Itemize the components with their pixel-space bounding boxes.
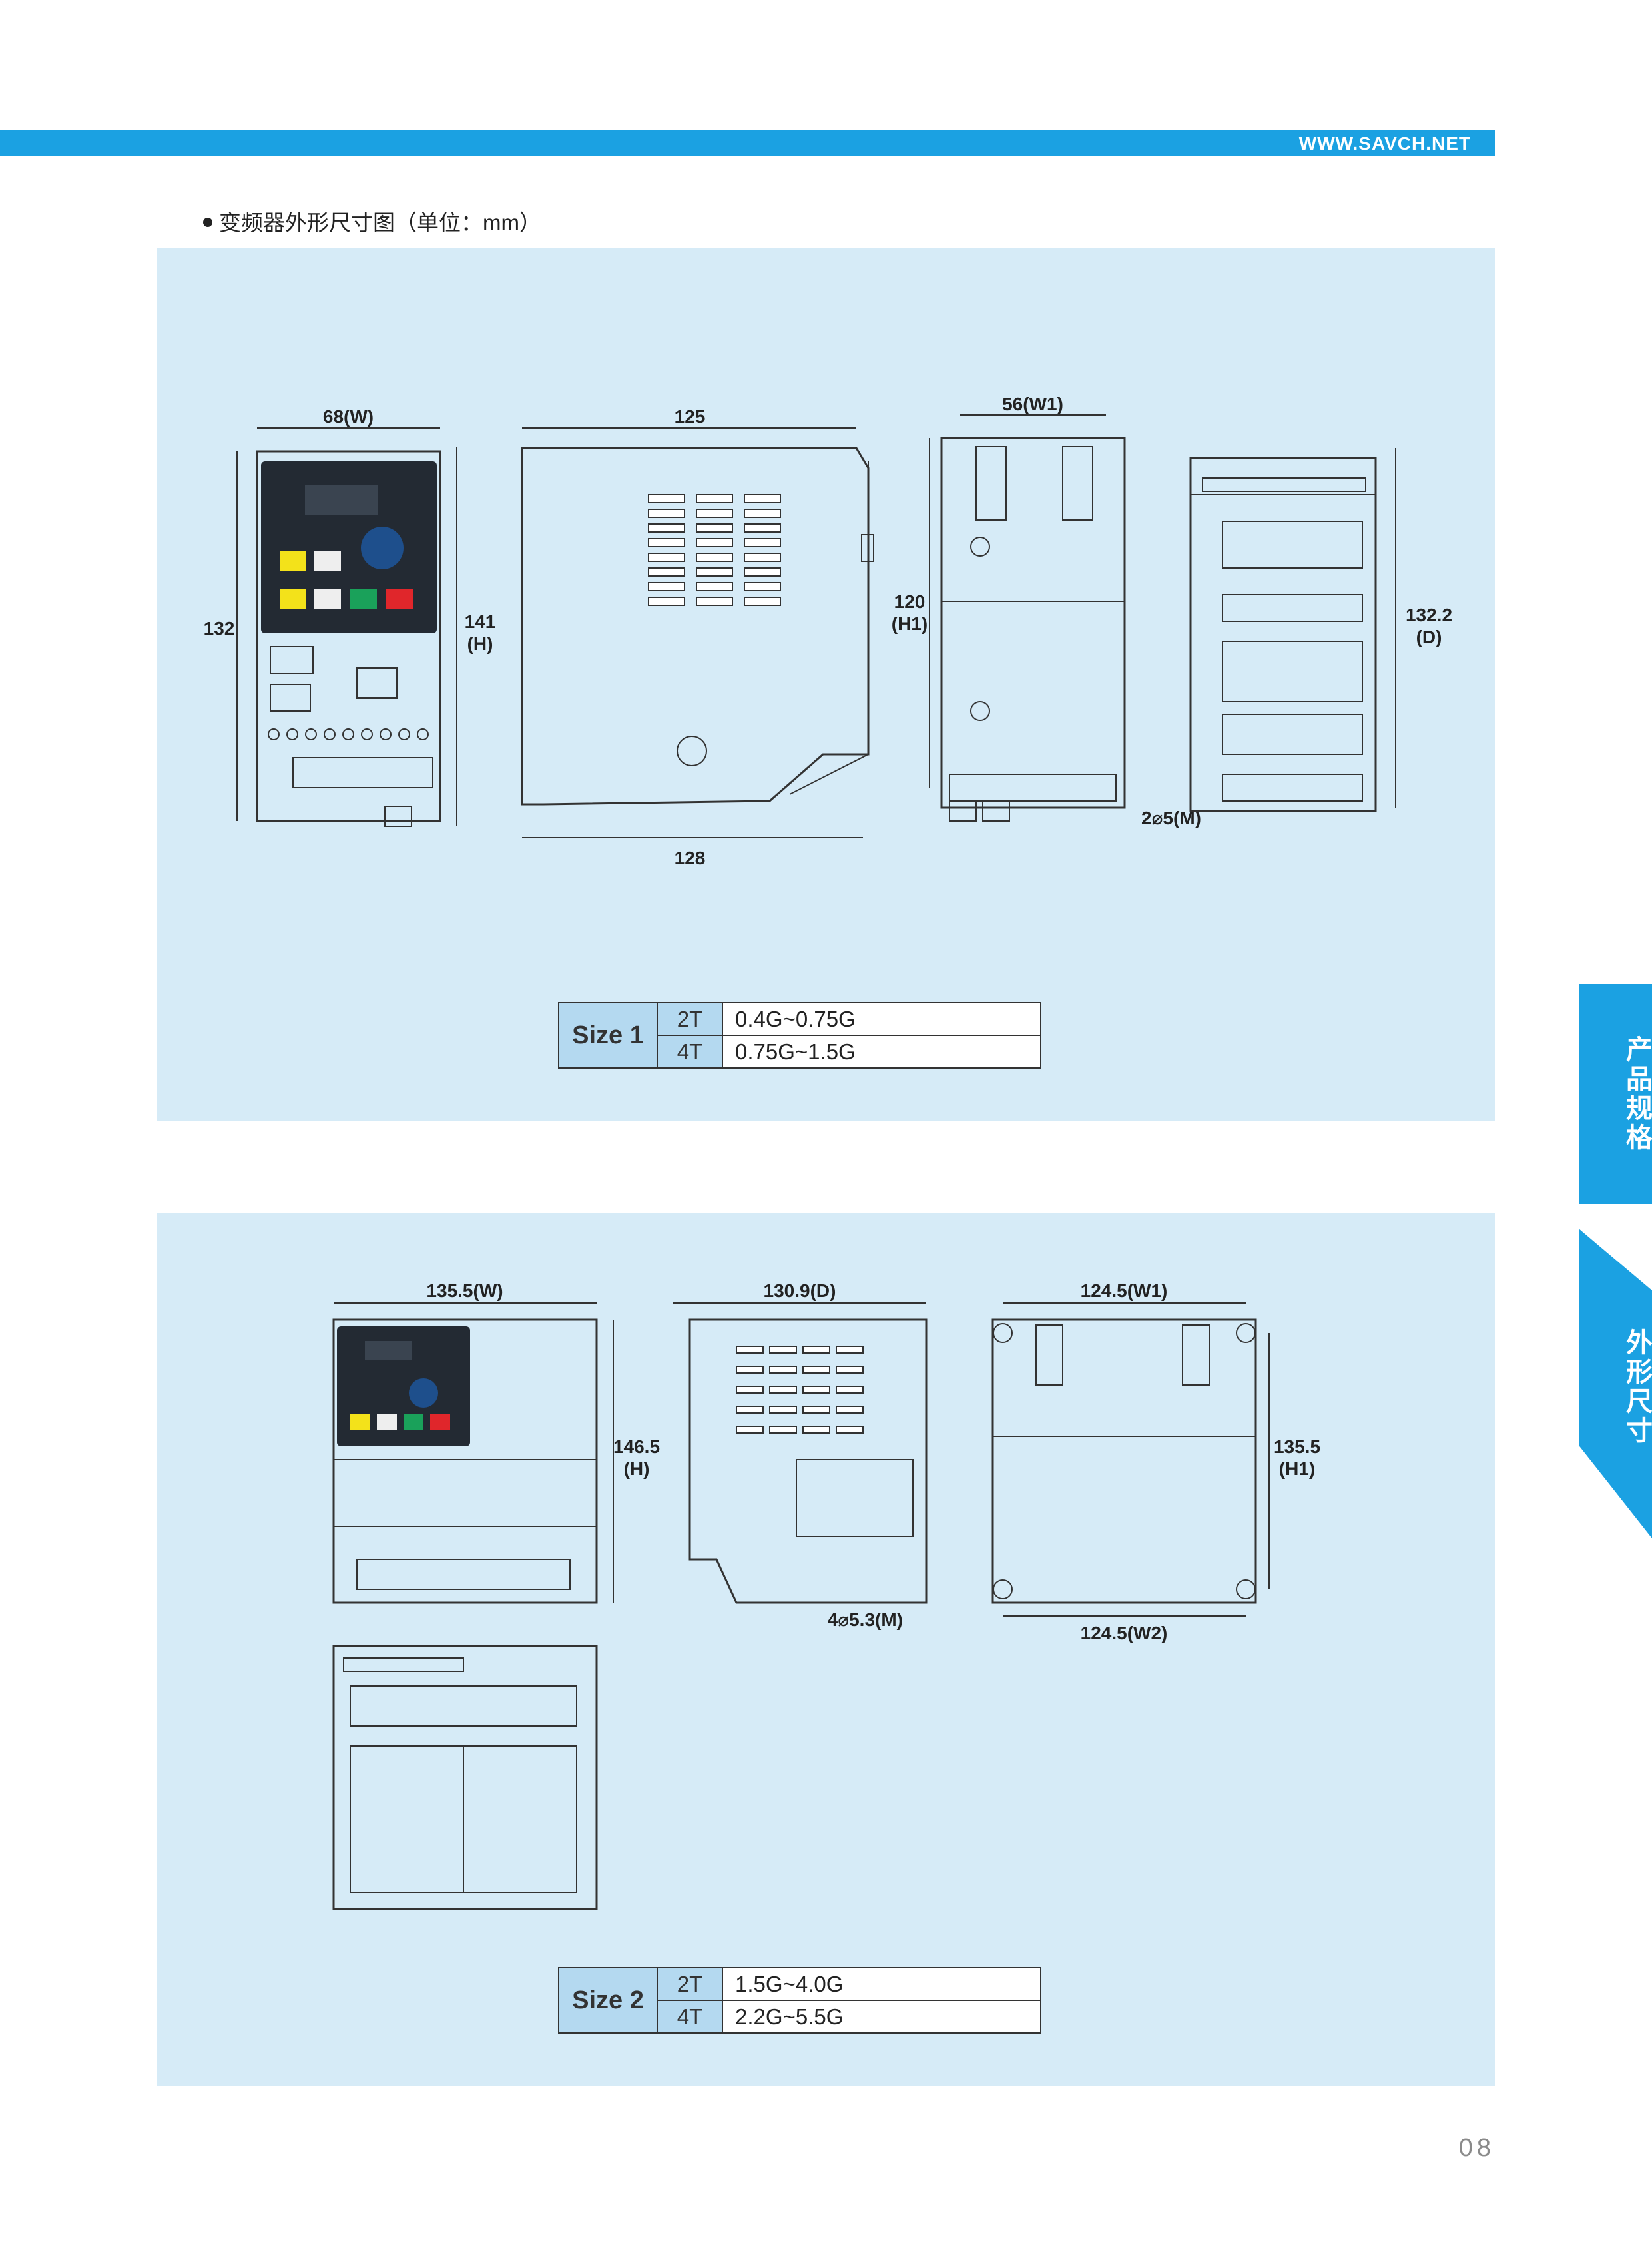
size2-label: Size 2 xyxy=(558,1967,658,2034)
size1-type-2t: 2T xyxy=(657,1002,723,1036)
size2-type-2t: 2T xyxy=(657,1967,723,2001)
size2-front-height-label: (H) xyxy=(624,1458,650,1479)
page-number: 08 xyxy=(1458,2134,1495,2162)
size2-front-height: 146.5 xyxy=(613,1436,660,1457)
size1-depth: 132.2 xyxy=(1406,605,1452,625)
table-row: 4T 2.2G~5.5G xyxy=(559,2000,1041,2034)
size2-terminal-view xyxy=(332,1645,598,1910)
size2-back-width-top: 124.5(W1) xyxy=(1081,1280,1168,1301)
size2-drawings: 135.5(W) 146.5 (H) 130.9(D) 4⌀5.3(M) xyxy=(332,1280,1320,1910)
size2-back-view xyxy=(991,1302,1270,1617)
size2-front-view xyxy=(332,1302,614,1604)
size1-terminal-view xyxy=(1189,448,1396,812)
size2-side-view xyxy=(673,1302,928,1604)
size1-side-depth: 125 xyxy=(675,406,706,427)
size1-back-height-label: (H1) xyxy=(892,613,928,634)
size2-range-4t: 2.2G~5.5G xyxy=(722,2000,1041,2034)
side-tab-product-spec: 产品规格 xyxy=(1579,984,1652,1204)
section-title-text: 变频器外形尺寸图（单位：mm） xyxy=(219,210,541,235)
section-title: 变频器外形尺寸图（单位：mm） xyxy=(203,205,541,237)
size2-back-height: 135.5 xyxy=(1274,1436,1320,1457)
size2-range-2t: 1.5G~4.0G xyxy=(722,1967,1041,2001)
website-url: WWW.SAVCH.NET xyxy=(1298,133,1471,154)
table-row: Size 1 2T 0.4G~0.75G xyxy=(558,1002,1041,1069)
bullet-icon xyxy=(203,218,212,228)
size1-label: Size 1 xyxy=(558,1002,658,1069)
size1-depth-label: (D) xyxy=(1416,627,1442,647)
size1-drawings: 68(W) 132 141 (H) 125 128 xyxy=(204,394,1452,868)
size2-side-depth: 130.9(D) xyxy=(764,1280,836,1301)
size2-panel: 135.5(W) 146.5 (H) 130.9(D) 4⌀5.3(M) xyxy=(157,1213,1495,2086)
table-row: 4T 0.75G~1.5G xyxy=(559,1035,1041,1069)
size1-range-4t: 0.75G~1.5G xyxy=(722,1035,1041,1069)
size1-front-height-total: 141 xyxy=(465,611,496,632)
size1-side-depth-bottom: 128 xyxy=(675,848,706,868)
size2-spec-table: Size 2 2T 1.5G~4.0G 4T 2.2G~5.5G xyxy=(558,1967,1041,2034)
size2-back-width-bottom: 124.5(W2) xyxy=(1081,1623,1168,1643)
size1-panel: 68(W) 132 141 (H) 125 128 xyxy=(157,248,1495,1121)
side-tab-dimensions: 外形尺寸 xyxy=(1579,1229,1652,1538)
header-bar: WWW.SAVCH.NET xyxy=(0,130,1495,156)
size1-spec-table: Size 1 2T 0.4G~0.75G 4T 0.75G~1.5G xyxy=(558,1002,1041,1069)
size1-back-height: 120 xyxy=(894,591,926,612)
size1-side-view xyxy=(521,427,874,838)
size2-back-height-label: (H1) xyxy=(1279,1458,1315,1479)
size2-mount-holes: 4⌀5.3(M) xyxy=(828,1609,903,1630)
size1-front-width: 68(W) xyxy=(323,406,374,427)
size2-type-4t: 4T xyxy=(657,2000,723,2034)
size1-front-view xyxy=(236,427,457,827)
size1-front-height: 132 xyxy=(204,618,235,639)
table-row: Size 2 2T 1.5G~4.0G xyxy=(558,1967,1041,2034)
size2-front-width: 135.5(W) xyxy=(426,1280,503,1301)
size1-type-4t: 4T xyxy=(657,1035,723,1069)
size1-back-width: 56(W1) xyxy=(1002,394,1063,414)
size1-front-height-label: (H) xyxy=(467,633,493,654)
size1-range-2t: 0.4G~0.75G xyxy=(722,1002,1041,1036)
size1-back-view xyxy=(929,414,1126,822)
